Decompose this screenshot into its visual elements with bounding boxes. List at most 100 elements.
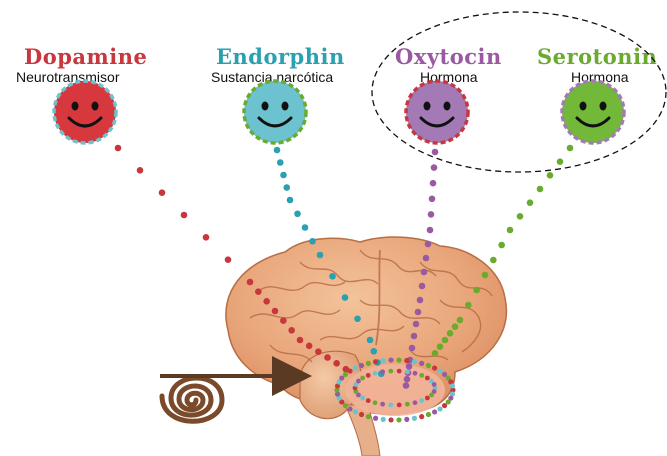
oxytocin-trail-dot bbox=[432, 149, 439, 156]
limbic-ring-dot bbox=[413, 400, 418, 405]
endorphin-trail-dot bbox=[287, 197, 294, 204]
limbic-ring-dot bbox=[425, 376, 430, 381]
limbic-ring-dot bbox=[366, 373, 371, 378]
oxytocin-trail-dot bbox=[428, 211, 435, 218]
limbic-ring-dot bbox=[388, 403, 393, 408]
limbic-ring-dot bbox=[396, 417, 401, 422]
limbic-ring-dot bbox=[450, 383, 455, 388]
limbic-ring-dot bbox=[397, 403, 402, 408]
oxytocin-trail-dot bbox=[415, 309, 422, 316]
serotonin-trail-dot bbox=[457, 317, 464, 324]
limbic-ring-dot bbox=[381, 358, 386, 363]
dopamine-trail-dot bbox=[280, 317, 287, 324]
endorphin-trail-dot bbox=[370, 348, 377, 355]
limbic-ring-dot bbox=[360, 396, 365, 401]
endorphin-trail-dot bbox=[277, 159, 284, 166]
dopamine-trail-dot bbox=[288, 327, 295, 334]
limbic-ring-dot bbox=[425, 396, 430, 401]
dopamine-trail-dot bbox=[115, 145, 122, 152]
endorphin-smiley-face-icon bbox=[244, 81, 306, 143]
limbic-ring-dot bbox=[432, 409, 437, 414]
serotonin-trail-dot bbox=[442, 337, 449, 344]
limbic-ring-dot bbox=[373, 371, 378, 376]
limbic-ring-dot bbox=[347, 406, 352, 411]
limbic-ring-dot bbox=[419, 398, 424, 403]
dopamine-trail-dot bbox=[137, 167, 144, 174]
limbic-ring-dot bbox=[373, 400, 378, 405]
serotonin-trail-dot bbox=[490, 257, 497, 264]
limbic-ring-dot bbox=[380, 369, 385, 374]
brain-icon bbox=[226, 237, 506, 456]
limbic-ring-dot bbox=[388, 417, 393, 422]
limbic-ring-dot bbox=[419, 361, 424, 366]
endorphin-trail-dot bbox=[309, 238, 316, 245]
limbic-ring-dot bbox=[353, 409, 358, 414]
limbic-ring-dot bbox=[356, 379, 361, 384]
dopamine-trail-dot bbox=[297, 337, 304, 344]
oxytocin-trail-dot bbox=[423, 255, 430, 262]
dopamine-trail-dot bbox=[203, 234, 210, 241]
limbic-ring-dot bbox=[343, 372, 348, 377]
limbic-ring-dot bbox=[366, 398, 371, 403]
endorphin-trail-dot bbox=[342, 294, 349, 301]
dopamine-trail-dot bbox=[333, 360, 340, 367]
serotonin-trail-dot bbox=[567, 145, 574, 152]
oxytocin-trail-dot bbox=[421, 269, 428, 276]
oxytocin-trail-dot bbox=[413, 321, 420, 328]
endorphin-trail-dot bbox=[367, 337, 374, 344]
oxytocin-trail-dot bbox=[427, 227, 434, 234]
limbic-ring-dot bbox=[404, 358, 409, 363]
oxytocin-trail-dot bbox=[419, 283, 426, 290]
limbic-ring-dot bbox=[388, 369, 393, 374]
oxytocin-trail-dot bbox=[411, 333, 418, 340]
limbic-ring-dot bbox=[366, 414, 371, 419]
limbic-ring-dot bbox=[426, 412, 431, 417]
limbic-ring-dot bbox=[432, 382, 437, 387]
endorphin-trail-dot bbox=[280, 172, 287, 179]
serotonin-trail-dot bbox=[432, 350, 439, 357]
limbic-ring-dot bbox=[412, 416, 417, 421]
dopamine-trail-dot bbox=[306, 343, 313, 350]
serotonin-trail-dot bbox=[547, 172, 554, 179]
limbic-ring-dot bbox=[380, 402, 385, 407]
dopamine-trail-dot bbox=[324, 354, 331, 361]
oxytocin-trail-dot bbox=[403, 382, 410, 389]
limbic-ring-dot bbox=[397, 369, 402, 374]
limbic-ring-dot bbox=[432, 365, 437, 370]
serotonin-smiley-face-icon bbox=[562, 81, 624, 143]
limbic-ring-dot bbox=[388, 357, 393, 362]
oxytocin-smiley-face-icon bbox=[406, 81, 468, 143]
oxytocin-trail-dot bbox=[409, 345, 416, 352]
limbic-ring-dot bbox=[360, 376, 365, 381]
serotonin-trail-dot bbox=[465, 302, 472, 309]
limbic-ring-dot bbox=[426, 363, 431, 368]
endorphin-trail-dot bbox=[283, 184, 290, 191]
serotonin-trail-dot bbox=[507, 227, 514, 234]
limbic-ring-dot bbox=[347, 368, 352, 373]
serotonin-trail-dot bbox=[537, 186, 544, 193]
oxytocin-trail-dot bbox=[430, 180, 437, 187]
dopamine-smiley-face-icon bbox=[54, 81, 116, 143]
limbic-ring-dot bbox=[429, 393, 434, 398]
serotonin-trail-dot bbox=[517, 213, 524, 220]
serotonin-trail-dot bbox=[437, 343, 444, 350]
dopamine-trail-dot bbox=[159, 189, 166, 196]
oxytocin-trail-dot bbox=[431, 164, 438, 171]
limbic-ring-dot bbox=[359, 412, 364, 417]
limbic-ring-dot bbox=[396, 357, 401, 362]
limbic-ring-dot bbox=[381, 417, 386, 422]
endorphin-trail-dot bbox=[302, 224, 309, 231]
limbic-ring-dot bbox=[373, 359, 378, 364]
dopamine-trail-dot bbox=[315, 348, 322, 355]
serotonin-trail-dot bbox=[447, 330, 454, 337]
limbic-ring-dot bbox=[437, 368, 442, 373]
serotonin-trail-dot bbox=[498, 242, 505, 249]
oxytocin-trail-dot bbox=[429, 196, 436, 203]
dopamine-trail-dot bbox=[181, 212, 188, 219]
endorphin-trail-dot bbox=[354, 315, 361, 322]
endorphin-trail-dot bbox=[317, 252, 324, 259]
oxytocin-trail-dot bbox=[417, 297, 424, 304]
dopamine-trail-dot bbox=[255, 288, 262, 295]
limbic-ring-dot bbox=[419, 414, 424, 419]
